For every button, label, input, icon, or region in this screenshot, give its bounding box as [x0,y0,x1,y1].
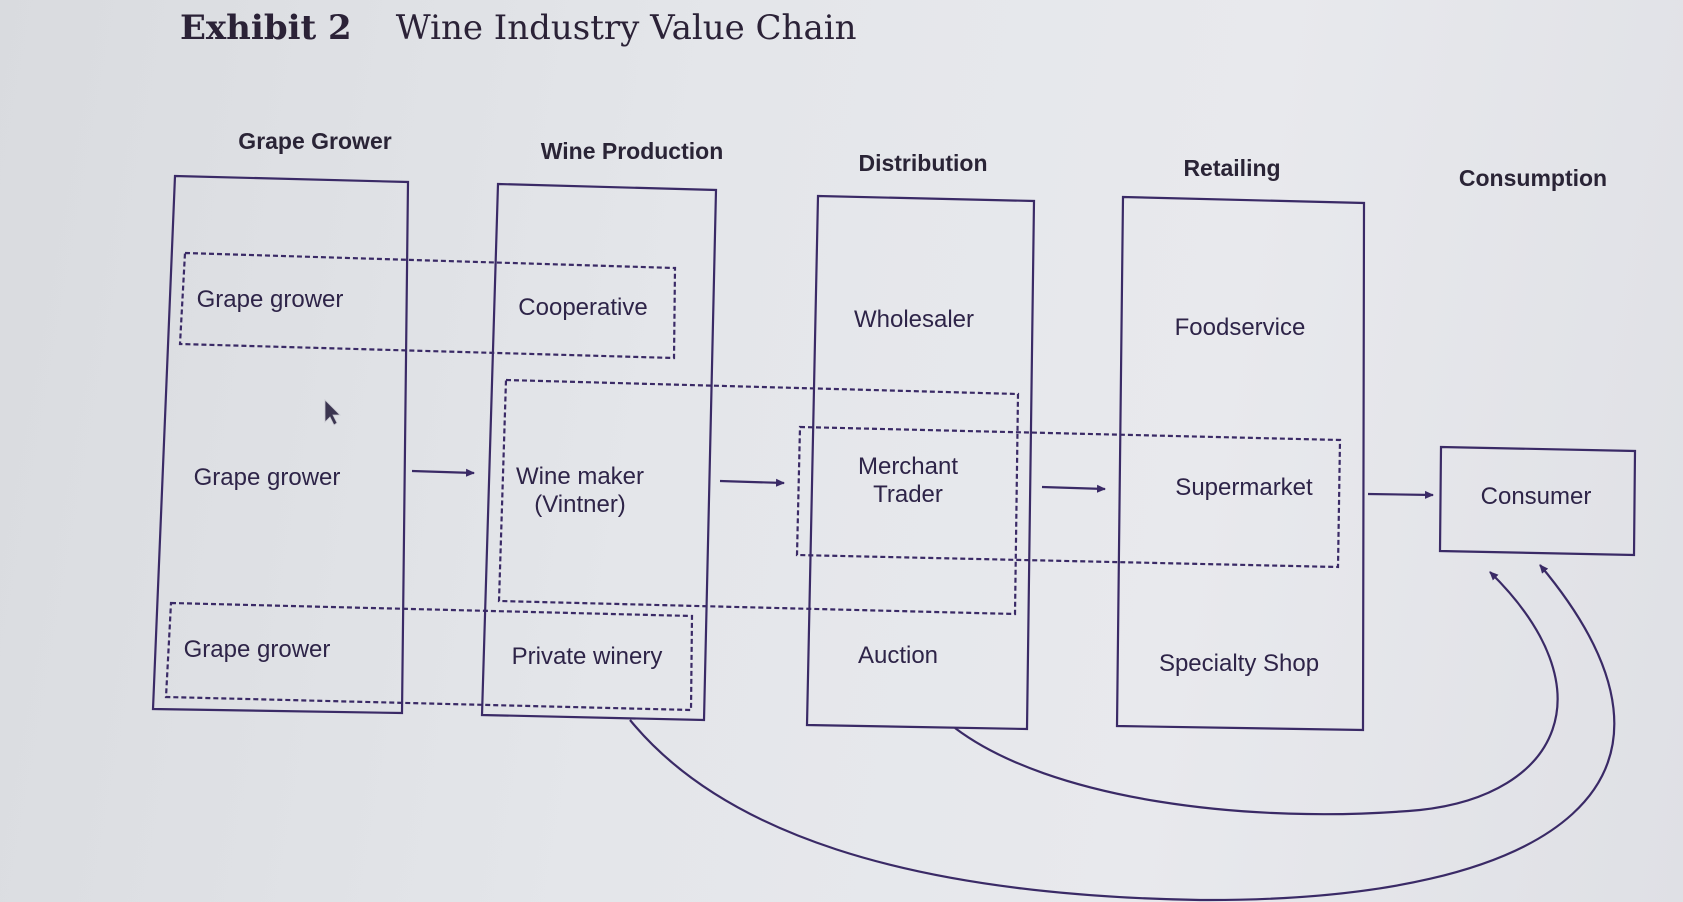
node-supermarket: Supermarket [1175,474,1313,501]
node-grape-grower-top: Grape grower [196,286,344,313]
node-wine-maker: Wine maker (Vintner) [516,463,644,519]
path-wine-maker [497,378,1020,616]
exhibit-number: Exhibit 2 [180,8,352,48]
arrow-grape-to-wine [411,468,475,477]
node-wine-maker-line1: Wine maker [515,463,645,490]
column-header-wine-production: Wine Production [540,138,724,164]
node-grape-grower-bottom: Grape grower [183,636,331,663]
stage-box-consumer [1438,445,1637,557]
stage-box-wine-production [480,182,718,722]
column-header-grape-grower: Grape Grower [238,128,392,154]
node-merchant-line1: Merchant [857,453,959,480]
node-auction: Auction [857,642,939,669]
curve-distribution-to-consumer [954,571,1559,816]
node-grape-grower-mid: Grape grower [193,464,341,491]
column-header-distribution: Distribution [858,150,988,176]
node-wholesaler: Wholesaler [853,306,975,333]
path-merchant [795,425,1342,569]
path-cooperative [178,251,677,360]
path-private-winery [164,601,694,712]
column-header-retailing: Retailing [1183,155,1281,181]
curve-wine-production-to-consumer [629,564,1616,902]
node-merchant-line2: Trader [873,481,943,508]
node-wine-maker-line2: (Vintner) [534,491,626,518]
column-header-consumption: Consumption [1458,165,1608,191]
node-specialty-shop: Specialty Shop [1158,650,1320,677]
node-private-winery: Private winery [511,643,663,670]
node-merchant-trader: Merchant Trader [858,453,958,509]
node-foodservice: Foodservice [1174,314,1306,341]
arrow-distribution-to-retail [1041,484,1106,493]
exhibit-name: Wine Industry Value Chain [395,8,857,48]
exhibit-title: Exhibit 2 Wine Industry Value Chain [180,8,857,48]
mouse-cursor-icon [324,399,341,426]
stage-box-grape-grower [151,174,410,715]
node-cooperative: Cooperative [518,294,648,321]
node-consumer: Consumer [1480,483,1592,510]
arrow-wine-to-distribution [719,478,785,487]
stage-box-distribution [805,194,1036,731]
stage-box-retailing [1115,195,1366,732]
arrow-retail-to-consumer [1367,490,1434,499]
